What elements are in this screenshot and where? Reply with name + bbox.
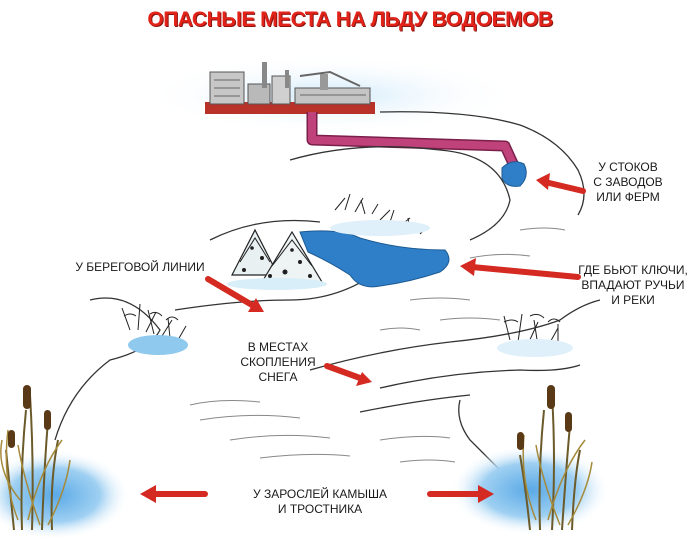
label-line: У ЗАРОСЛЕЙ КАМЫША <box>220 487 420 502</box>
label-reeds: У ЗАРОСЛЕЙ КАМЫША И ТРОСТНИКА <box>220 487 420 517</box>
arrow-head <box>460 258 476 276</box>
snow-drift <box>497 339 573 357</box>
label-shoreline: У БЕРЕГОВОЙ ЛИНИИ <box>60 260 220 275</box>
ice-thin-shore <box>128 335 188 355</box>
label-line: В МЕСТАХ <box>238 340 318 355</box>
ice-thin-reeds-left <box>0 450 130 540</box>
label-line: СНЕГА <box>238 370 318 385</box>
label-snow: В МЕСТАХ СКОПЛЕНИЯ СНЕГА <box>238 340 318 385</box>
arrow-head <box>536 173 550 190</box>
label-drains: У СТОКОВ С ЗАВОДОВ ИЛИ ФЕРМ <box>588 160 668 205</box>
label-springs: ГДЕ БЬЮТ КЛЮЧИ, ВПАДАЮТ РУЧЬИ И РЕКИ <box>573 263 693 308</box>
label-line: С ЗАВОДОВ <box>588 175 668 190</box>
label-line: У СТОКОВ <box>588 160 668 175</box>
label-line: И ТРОСТНИКА <box>220 502 420 517</box>
label-line: ВПАДАЮТ РУЧЬИ <box>573 278 693 293</box>
arrow-icon <box>327 366 360 378</box>
arrow-icon <box>545 182 583 191</box>
label-line: У БЕРЕГОВОЙ ЛИНИИ <box>60 260 220 275</box>
arrow-icon <box>472 267 578 277</box>
label-line: И РЕКИ <box>573 293 693 308</box>
spring-water <box>300 231 449 287</box>
arrow-head <box>140 485 156 503</box>
label-line: ГДЕ БЬЮТ КЛЮЧИ, <box>573 263 693 278</box>
label-line: ИЛИ ФЕРМ <box>588 190 668 205</box>
bush-icon <box>330 194 430 236</box>
label-line: СКОПЛЕНИЯ <box>238 355 318 370</box>
